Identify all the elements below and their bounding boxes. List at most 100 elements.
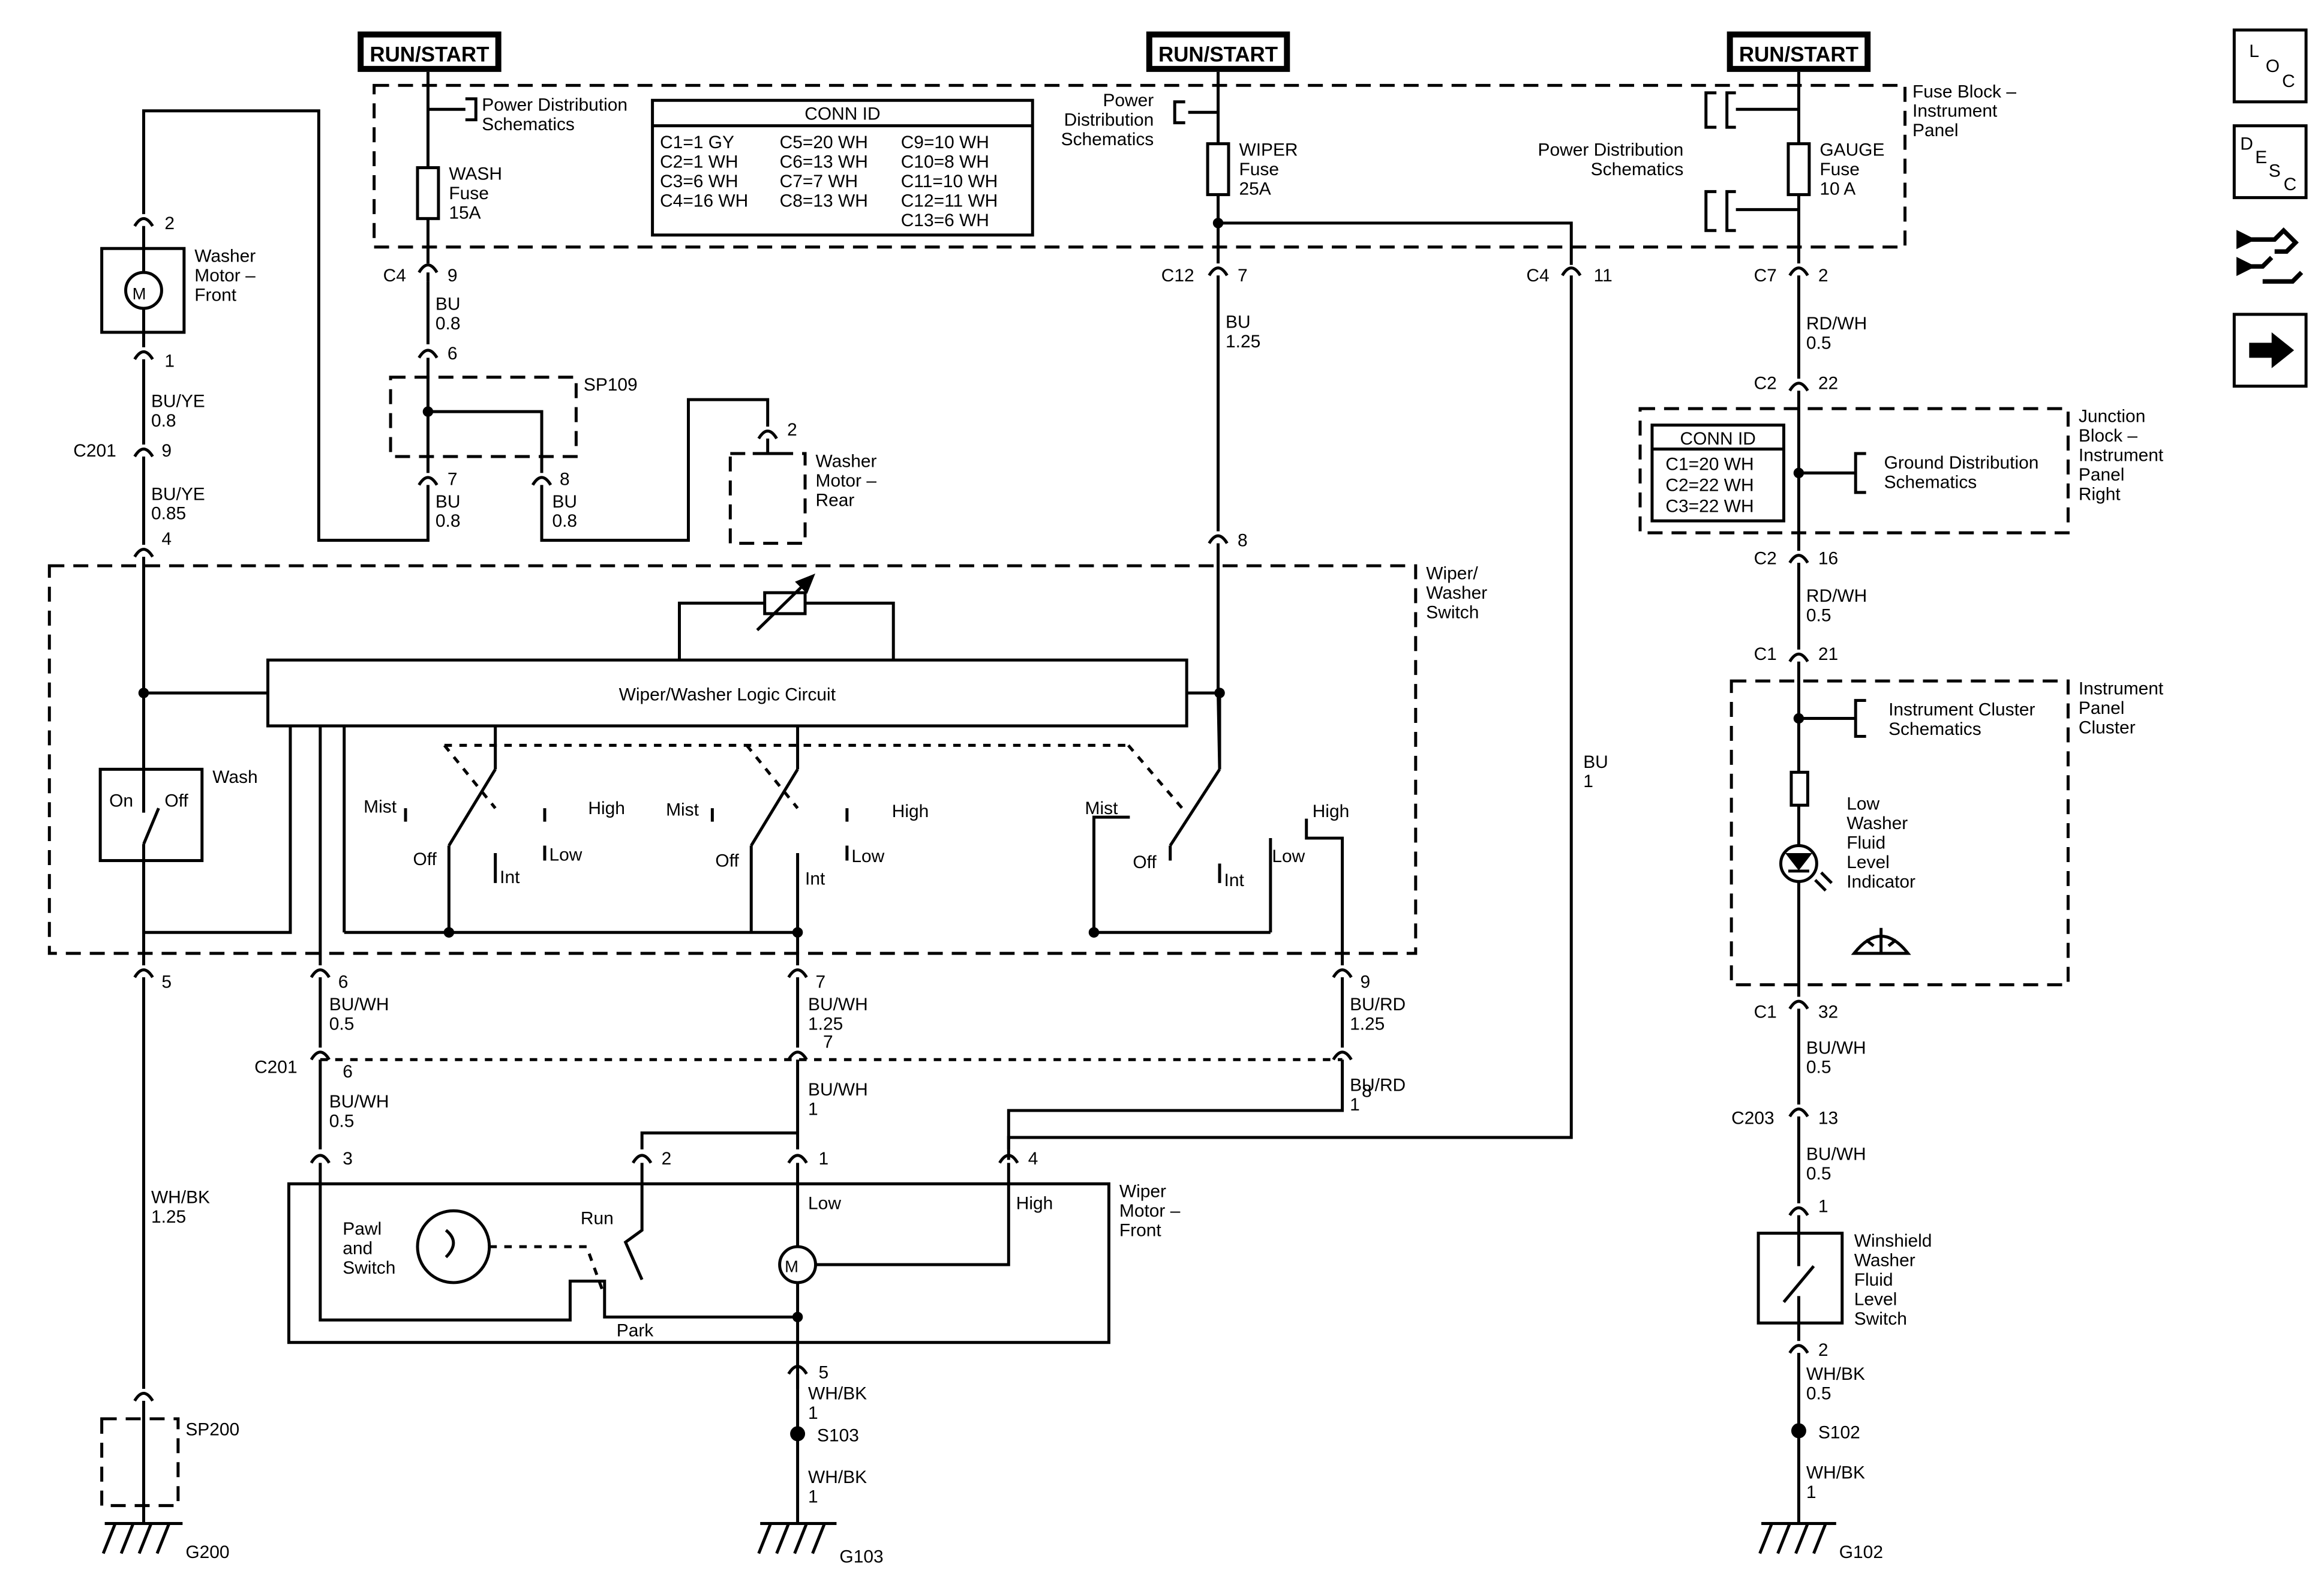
- svg-text:High: High: [892, 801, 929, 821]
- pin-5-bottom: 5: [161, 972, 172, 992]
- svg-text:Motor –: Motor –: [1119, 1201, 1181, 1221]
- pin-2-c7: 2: [1818, 266, 1828, 286]
- wiper-washer-switch-outline: [47, 564, 1418, 955]
- sp200-ground: [101, 1392, 183, 1554]
- svg-text:O: O: [2266, 56, 2280, 76]
- wire-whbk-mid-2: WH/BK: [808, 1467, 867, 1487]
- pin-7-c201: 7: [823, 1032, 833, 1052]
- wire-1-4: 1: [808, 1100, 818, 1119]
- level-switch-circuit: [1756, 1008, 1844, 1554]
- mechanical-linkage: [443, 743, 1184, 809]
- motor-low-label: Low: [808, 1194, 841, 1214]
- svg-text:Panel: Panel: [2079, 465, 2125, 485]
- wiper-washer-switch-label: Wiper/ Washer Switch: [1426, 564, 1487, 623]
- svg-text:Power Distribution: Power Distribution: [1538, 140, 1684, 160]
- pin-2-motor: 2: [662, 1149, 672, 1169]
- next-arrow-icon[interactable]: [2232, 313, 2308, 388]
- svg-text:Off: Off: [413, 849, 437, 869]
- svg-text:Indicator: Indicator: [1846, 872, 1915, 891]
- loc-icon[interactable]: L O C: [2232, 28, 2308, 104]
- c201-label-1: C201: [73, 441, 116, 461]
- wire-bu-long: BU: [1583, 752, 1608, 772]
- pawl-switch-label: Pawl and Switch: [343, 1219, 395, 1278]
- svg-text:C13=6 WH: C13=6 WH: [901, 211, 989, 230]
- power-run-start-2: RUN/START: [1146, 31, 1290, 72]
- fuse-block-label: Fuse Block – Instrument Panel: [1912, 82, 2016, 140]
- svg-text:25A: 25A: [1239, 179, 1271, 199]
- pin-2-level-switch: 2: [1818, 1340, 1828, 1360]
- pin-6-c201: 6: [343, 1062, 353, 1082]
- instrument-cluster-outline: [1730, 679, 2070, 987]
- svg-text:RUN/START: RUN/START: [370, 43, 489, 66]
- gauge-fuse-label: GAUGE Fuse 10 A: [1819, 140, 1884, 199]
- level-switch-label: Winshield Washer Fluid Level Switch: [1854, 1231, 1932, 1329]
- pin-7-bottom: 7: [816, 972, 826, 992]
- svg-text:Fuse Block –: Fuse Block –: [1912, 82, 2016, 101]
- washer-motor-rear: [728, 452, 807, 545]
- wiper-motor-front-label: Wiper Motor – Front: [1119, 1182, 1181, 1241]
- sp109-outline: [389, 376, 578, 458]
- wire-1-r: 1: [1806, 1482, 1816, 1502]
- svg-text:Wiper: Wiper: [1119, 1182, 1166, 1202]
- connector-tools-icon[interactable]: [2236, 227, 2304, 284]
- svg-text:C6=13 WH: C6=13 WH: [780, 152, 868, 172]
- wire-buwh-2: BU/WH: [808, 995, 868, 1014]
- wire-1-mid-2: 1: [808, 1487, 818, 1507]
- wire-whbk-mid-1: WH/BK: [808, 1384, 867, 1404]
- svg-text:D: D: [2240, 134, 2253, 154]
- pin-13-c203: 13: [1818, 1109, 1838, 1128]
- wire-1-long: 1: [1583, 772, 1593, 791]
- svg-text:Int: Int: [1224, 870, 1245, 890]
- wire-08-2: 0.8: [436, 511, 461, 531]
- wash-off-label: Off: [164, 791, 188, 811]
- svg-text:High: High: [1313, 801, 1350, 821]
- g103-ground: [757, 1365, 837, 1554]
- wire-buwh-3: BU/WH: [329, 1092, 389, 1112]
- svg-text:C5=20 WH: C5=20 WH: [780, 133, 868, 152]
- pin-3-motor: 3: [343, 1149, 353, 1169]
- svg-text:WIPER: WIPER: [1239, 140, 1298, 160]
- svg-text:C1=20 WH: C1=20 WH: [1665, 454, 1753, 474]
- c12-label: C12: [1161, 266, 1194, 286]
- sp200-outline: [100, 1417, 180, 1508]
- svg-text:RUN/START: RUN/START: [1739, 43, 1858, 66]
- svg-text:Low: Low: [1272, 846, 1305, 866]
- washer-motor-rear-label: Washer Motor – Rear: [816, 451, 877, 510]
- sp200-label: SP200: [185, 1419, 239, 1439]
- svg-text:CONN ID: CONN ID: [804, 104, 880, 124]
- svg-text:Int: Int: [500, 867, 520, 887]
- g103-label: G103: [839, 1547, 883, 1566]
- wire-to-front-washer: [142, 109, 770, 542]
- wire-05-r4: 0.5: [1806, 1164, 1831, 1184]
- junction-block-outline: [1638, 407, 2070, 535]
- washer-motor-front-label: Washer Motor – Front: [194, 247, 256, 305]
- svg-text:C7=7 WH: C7=7 WH: [780, 172, 858, 191]
- wash-label: Wash: [212, 767, 257, 787]
- wire-085: 0.85: [151, 504, 186, 524]
- c7-label: C7: [1754, 266, 1777, 286]
- wire-bu-3: BU: [552, 492, 577, 512]
- wiper-fuse-circuit: [1173, 71, 1573, 265]
- svg-text:Right: Right: [2079, 484, 2121, 504]
- wire-05-r1: 0.5: [1806, 333, 1831, 353]
- gauge-fuse-circuit: [1704, 71, 1866, 663]
- pin-9-c201: 9: [161, 441, 172, 461]
- svg-text:Panel: Panel: [2079, 698, 2125, 718]
- g102-label: G102: [1839, 1542, 1883, 1562]
- wire-bu-1: BU: [436, 294, 461, 314]
- wire-buye-2: BU/YE: [151, 484, 205, 504]
- svg-text:Fluid: Fluid: [1854, 1270, 1893, 1290]
- svg-text:and: and: [343, 1239, 373, 1259]
- connector-c4-9: [418, 263, 439, 282]
- variable-resistor: [678, 574, 895, 661]
- wiper-switch-internals: [319, 688, 1344, 966]
- wire-buye-1: BU/YE: [151, 392, 205, 412]
- pds-label-left-2: Schematics: [482, 115, 575, 134]
- svg-text:CONN ID: CONN ID: [1680, 429, 1756, 449]
- wiper-fuse-label: WIPER Fuse 25A: [1239, 140, 1298, 199]
- wire-buwh-r2: BU/WH: [1806, 1144, 1866, 1164]
- svg-text:Switch: Switch: [343, 1258, 395, 1278]
- desc-icon[interactable]: D E S C: [2232, 124, 2308, 199]
- svg-text:Block –: Block –: [2079, 426, 2137, 446]
- wire-05-r5: 0.5: [1806, 1384, 1831, 1404]
